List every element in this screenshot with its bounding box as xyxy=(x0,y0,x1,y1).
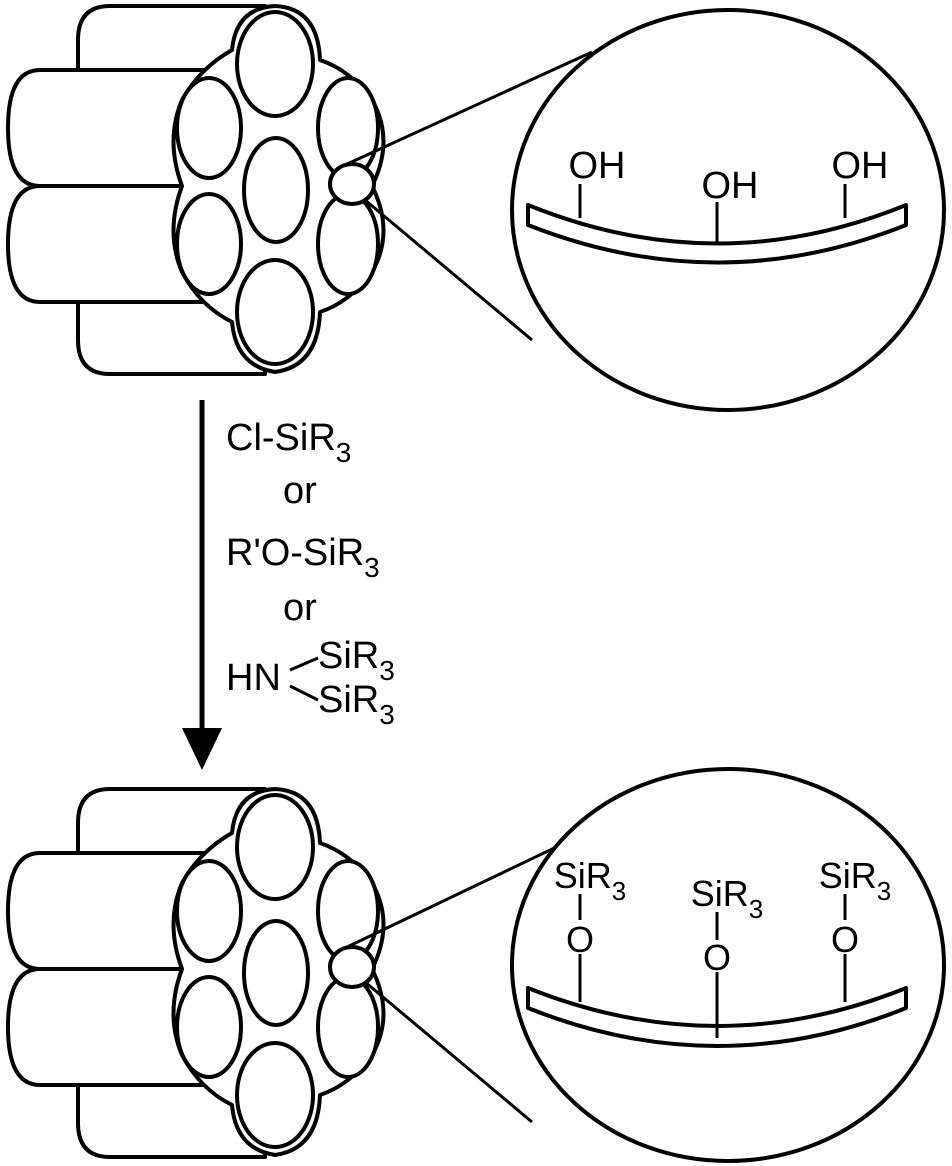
pore-bottom xyxy=(235,258,315,366)
top-pore-bundle xyxy=(6,4,386,376)
hydroxyl-label-3: OH xyxy=(832,145,889,187)
or-label-1: or xyxy=(283,470,317,512)
bottom-pore-bundle xyxy=(6,787,386,1159)
pore-lower-right xyxy=(316,975,380,1079)
rear-tube-lower xyxy=(6,967,222,1087)
oxygen-label-1: O xyxy=(566,919,594,960)
rear-tube-lower xyxy=(6,184,222,304)
zoom-line-lower xyxy=(364,980,533,1124)
reagent-hmds-hn: HN xyxy=(226,657,281,699)
hmds-bond-lower xyxy=(289,684,319,702)
pore-upper-left xyxy=(175,859,243,963)
pore-bottom xyxy=(235,1041,315,1149)
zoom-line-upper xyxy=(344,50,593,167)
pore-upper-left xyxy=(175,76,243,180)
bottom-magnified-surface: O SiR3 O SiR3 O SiR3 xyxy=(510,767,946,1163)
pore-wall xyxy=(526,203,908,265)
zoom-spot xyxy=(328,162,376,206)
silyl-label-1: SiR3 xyxy=(554,855,626,906)
reagent-list: Cl-SiR3 or R'O-SiR3 or HN SiR3 SiR3 xyxy=(226,417,395,730)
rear-tube-upper xyxy=(6,851,222,971)
zoom-line-lower xyxy=(364,198,533,342)
magnify-circle xyxy=(510,8,946,412)
reagent-chlorosilane: Cl-SiR3 xyxy=(226,417,351,468)
rear-tube-upper xyxy=(6,68,222,188)
hmds-bond-upper xyxy=(289,656,319,672)
pore-center xyxy=(242,919,310,1027)
pore-lower-left xyxy=(175,975,243,1079)
hydroxyl-label-2: OH xyxy=(702,165,759,207)
reagent-hmds-bottom: SiR3 xyxy=(318,679,395,730)
magnify-circle xyxy=(510,767,946,1163)
zoom-spot xyxy=(328,945,376,989)
reagent-hmds-top: SiR3 xyxy=(318,635,395,686)
or-label-2: or xyxy=(283,587,317,629)
hydroxyl-label-1: OH xyxy=(569,145,626,187)
oxygen-label-2: O xyxy=(703,937,731,978)
pore-lower-right xyxy=(316,192,380,296)
reaction-arrowhead xyxy=(182,728,222,770)
pore-lower-left xyxy=(175,192,243,296)
pore-wall xyxy=(526,986,908,1048)
oxygen-label-3: O xyxy=(831,919,859,960)
pore-center xyxy=(242,136,310,244)
reagent-alkoxysilane: R'O-SiR3 xyxy=(226,532,380,583)
silyl-label-2: SiR3 xyxy=(691,873,763,924)
pore-top xyxy=(235,10,315,118)
top-magnified-surface: OH OH OH xyxy=(510,8,946,412)
pore-top xyxy=(235,793,315,901)
silyl-label-3: SiR3 xyxy=(819,855,891,906)
